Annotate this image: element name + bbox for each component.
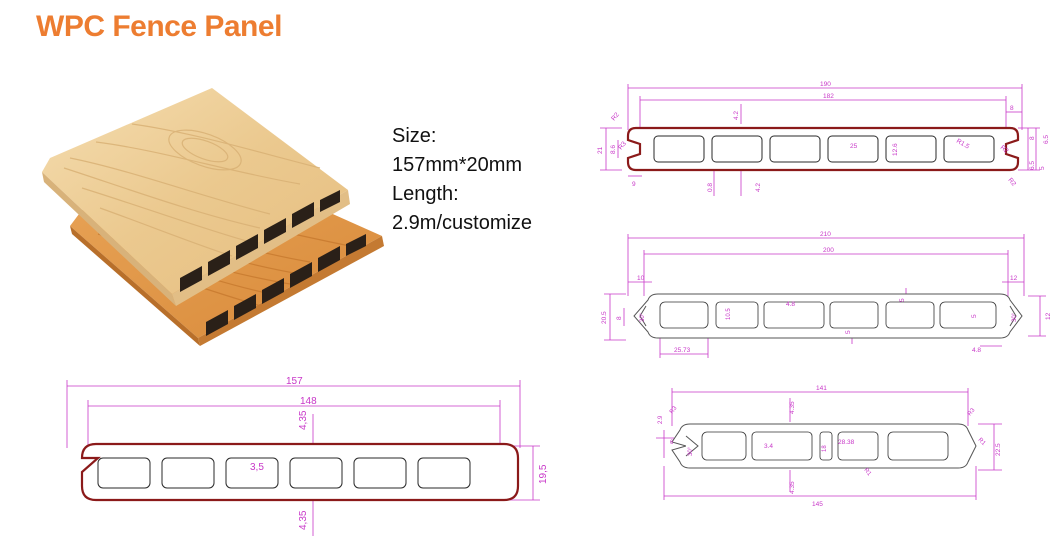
profile-141-drawing: 141 145 4.35 4.35 3.4 28.38 18 22.5 2.9 … (656, 385, 1002, 508)
dim-141-right-b: R1 (977, 437, 987, 447)
profile-210-groove-right (1009, 305, 1017, 327)
dim-210-cell-width: 25.73 (674, 347, 691, 354)
dim-210-right-angle: 30° (1012, 312, 1018, 322)
dim-141-height: 22.5 (995, 443, 1002, 456)
profile-141-groove (685, 435, 699, 457)
product-photo (42, 88, 384, 346)
dim-210-inner: 200 (823, 247, 834, 254)
dim-190-web: 0.8 (707, 183, 714, 192)
dim-190-right-mid: 8 (1029, 136, 1036, 140)
page-title: WPC Fence Panel (36, 10, 282, 43)
dim-190-wall-bottom: 4.2 (755, 183, 762, 192)
profile-190-cells (653, 135, 995, 163)
dim-190-radius-tl: R2 (610, 111, 621, 122)
dim-main-wall-top: 4,35 (298, 410, 309, 430)
dim-210-side-wall: 5 (971, 314, 978, 318)
dim-190-radius-br: R2 (1006, 177, 1017, 188)
dim-190-radius-bl: R3 (617, 140, 628, 151)
dim-190-right-top: 6.5 (1043, 135, 1050, 144)
size-value: 157mm*20mm (392, 154, 523, 176)
dimension-lines (66, 380, 540, 536)
dim-190-radius-right: R2 (999, 144, 1010, 155)
dim-190-groove: 8.6 (610, 145, 617, 154)
dim-141-left-b: R3 (669, 405, 679, 415)
dim-141-wall-top: 4.35 (789, 401, 796, 414)
dim-210-wall-top: 5 (899, 298, 906, 302)
dim-main-wall-bottom: 4,35 (298, 510, 309, 530)
dim-141-cell-height: 18 (822, 445, 828, 452)
dim-141-right-a: R3 (967, 407, 977, 417)
dim-210-web: 4.8 (786, 301, 795, 308)
dim-190-inner: 182 (823, 93, 834, 100)
dim-210-right-height: 12 (1045, 312, 1052, 320)
dim-141-overall: 141 (816, 385, 827, 392)
dim-210-height: 20.5 (601, 311, 608, 324)
dim-190-cell-width: 25 (850, 143, 858, 150)
dim-190-right-mid-b: 5 (1039, 166, 1046, 170)
dim-210-right-bottom: 4.8 (972, 347, 981, 354)
dim-141-left-a: 2.9 (658, 415, 664, 424)
dim-190-tongue: 8 (1010, 105, 1014, 112)
dim-190-groove-left: 9 (632, 181, 636, 188)
profile-141-cells (701, 431, 949, 461)
length-label: Length: (392, 183, 459, 205)
profile-190-drawing: 190 182 8 4.2 4.2 0.8 25 12.6 21 8.6 R2 … (597, 81, 1050, 196)
dim-210-wall-bottom: 5 (845, 330, 852, 334)
panel-light (42, 88, 350, 306)
dim-141-bottom-radius: R1 (862, 467, 872, 477)
dim-141-web: 3.4 (764, 443, 773, 450)
dim-141-wall-bottom: 4.35 (789, 481, 796, 494)
length-value: 2.9m/customize (392, 212, 533, 234)
size-label: Size: (392, 125, 437, 147)
profile-210-drawing: 210 200 10 12 20.5 8 30° 30° 12 10.5 4.8… (601, 231, 1052, 358)
dim-141-left-angle: 30° (688, 446, 694, 456)
dim-210-left-groove: 8 (616, 316, 623, 320)
profile-210-cells (659, 301, 997, 329)
dim-190-overall: 190 (820, 81, 831, 88)
dim-190-wall-top: 4.2 (733, 111, 740, 120)
product-specs: Size: 157mm*20mm Length: 2.9m/customize (392, 122, 592, 238)
dim-210-left-step: 10 (637, 275, 645, 282)
dim-210-cell-height: 10.5 (726, 308, 732, 320)
dim-main-height: 19,5 (538, 464, 549, 484)
dim-190-height: 21 (597, 146, 604, 154)
dim-main-148: 148 (300, 396, 317, 407)
dim-210-overall: 210 (820, 231, 831, 238)
dim-190-cell-height: 12.6 (892, 143, 899, 156)
dim-141-center-pair: 28.38 (838, 439, 855, 446)
dim-141-bottom: 145 (812, 501, 823, 508)
dim-210-right-step: 12 (1010, 275, 1018, 282)
dim-210-left-angle: 30° (640, 312, 646, 322)
profile-210-groove-left (639, 305, 647, 327)
dim-190-right-bottom: 6.5 (1029, 161, 1036, 170)
dim-main-web: 3,5 (250, 462, 264, 473)
dim-141-left-c: 6 (670, 440, 674, 446)
dim-main-157: 157 (286, 376, 303, 387)
main-profile-drawing: 157 148 4,35 4,35 3,5 19,5 (66, 376, 549, 536)
main-profile-cells (97, 457, 471, 489)
